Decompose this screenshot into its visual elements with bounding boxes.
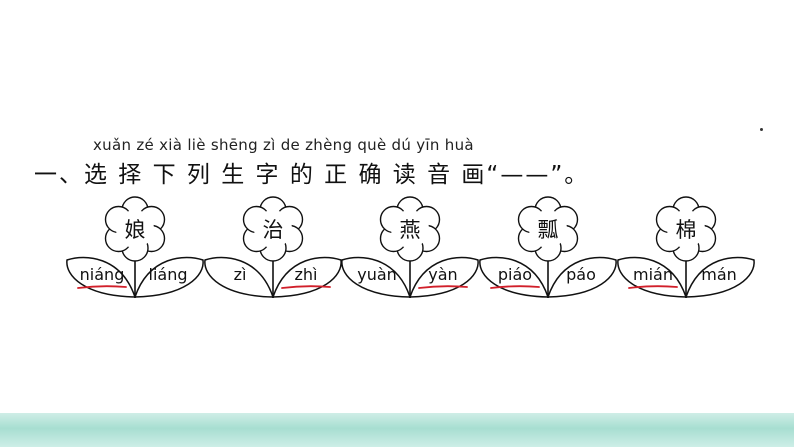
pinyin-option-right: liáng — [149, 265, 188, 284]
flower-center — [391, 210, 429, 248]
bottom-decorative-bar — [0, 413, 794, 447]
leaf-right — [133, 256, 204, 298]
instruction-pinyin: xuǎn zé xià liè shēng zì de zhèng què dú… — [93, 136, 474, 154]
pinyin-option-right: yàn — [428, 265, 457, 284]
pinyin-option-right: páo — [566, 265, 596, 284]
flower-character: 棉 — [676, 218, 697, 242]
answer-underline — [418, 285, 468, 289]
flower-5: 棉 mián mán — [617, 196, 755, 298]
pinyin-option-left: mián — [633, 265, 673, 284]
flower-character: 燕 — [400, 218, 421, 242]
leaf-right — [684, 256, 755, 298]
flower-1: 娘 niáng liáng — [66, 196, 204, 298]
pinyin-option-right: mán — [701, 265, 737, 284]
flower-center — [667, 210, 705, 248]
answer-underline — [281, 285, 331, 289]
flower-center — [529, 210, 567, 248]
answer-underline — [628, 285, 678, 289]
pinyin-option-left: piáo — [498, 265, 532, 284]
flower-4: 瓢 piáo páo — [479, 196, 617, 298]
leaf-left — [341, 256, 412, 298]
pinyin-option-right: zhì — [295, 265, 318, 284]
flower-character: 娘 — [125, 218, 146, 242]
flower-character: 瓢 — [538, 218, 559, 242]
instruction-text: 一、选 择 下 列 生 字 的 正 确 读 音 画“——”。 — [34, 162, 590, 188]
flower-center — [254, 210, 292, 248]
flower-2: 治 zì zhì — [204, 196, 342, 298]
answer-underline — [77, 285, 127, 289]
flower-3: 燕 yuàn yàn — [341, 196, 479, 298]
leaf-right — [546, 256, 617, 298]
flower-character: 治 — [263, 218, 284, 242]
flower-center — [116, 210, 154, 248]
pinyin-option-left: zì — [234, 265, 247, 284]
pinyin-option-left: niáng — [80, 265, 125, 284]
leaf-left — [204, 256, 275, 298]
answer-underline — [490, 285, 540, 289]
pinyin-option-left: yuàn — [357, 265, 397, 284]
dot-mark — [760, 128, 763, 131]
